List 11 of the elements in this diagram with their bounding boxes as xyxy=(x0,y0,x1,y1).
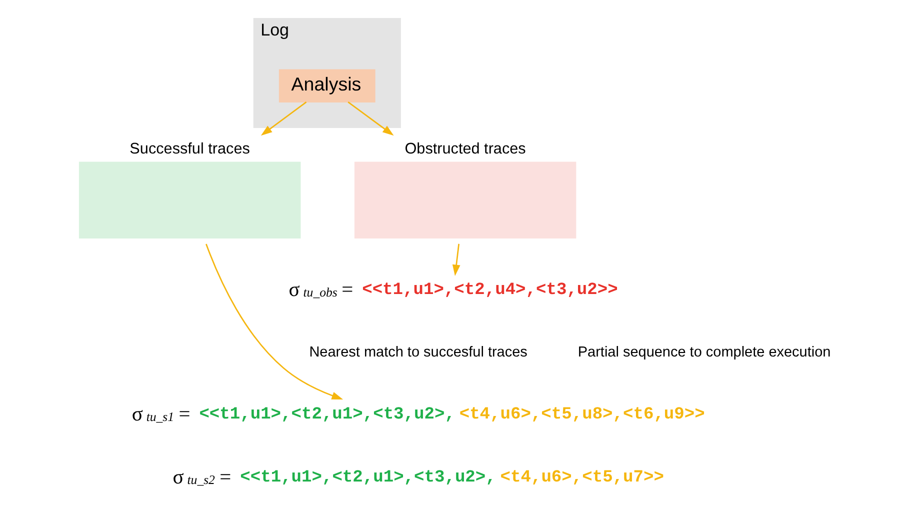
label: Nearest match to succesful traces xyxy=(308,344,527,360)
arrow xyxy=(205,244,343,400)
arrow xyxy=(452,244,460,276)
arrow xyxy=(347,102,394,136)
node-box xyxy=(354,162,576,238)
label: Partial sequence to complete execution xyxy=(577,344,830,360)
node-label: Obstructed traces xyxy=(404,140,526,158)
node-box: Analysis xyxy=(278,69,375,102)
arrow xyxy=(260,102,306,136)
node-label: Successful traces xyxy=(129,140,250,158)
node-box xyxy=(78,162,300,238)
